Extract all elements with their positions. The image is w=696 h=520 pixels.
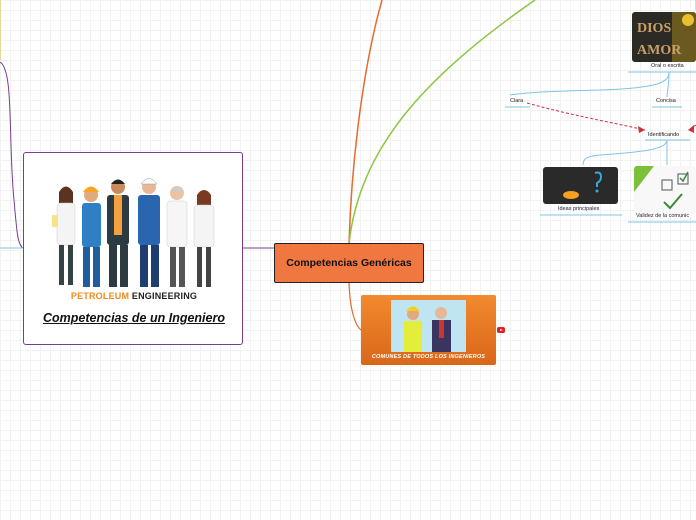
purple-connector-top xyxy=(0,61,24,249)
dios-word: DIOS xyxy=(637,21,671,36)
ideas-principales-image xyxy=(543,167,618,204)
checklist-art xyxy=(634,166,696,214)
logo-word-petroleum: PETROLEUM xyxy=(70,291,130,301)
comunes-ingenieros-node[interactable]: COMUNES DE TODOS LOS INGENIEROS xyxy=(361,295,496,365)
subtopic-validez[interactable]: Validez de la comunic xyxy=(636,213,690,219)
logo-word-engineering: ENGINEERING xyxy=(131,291,198,301)
subtopic-identificando[interactable]: Identificando xyxy=(648,132,680,138)
petroleum-engineering-logo: PETROLEUM ENGINEERING xyxy=(24,291,244,301)
main-topic-title: Competencias de un Ingeniero xyxy=(43,311,225,325)
competencias-genericas-label: Competencias Genéricas xyxy=(286,256,412,269)
competencias-genericas-node[interactable]: Competencias Genéricas xyxy=(274,243,424,283)
engineer-figure-1 xyxy=(52,186,76,285)
red-arrow-clara xyxy=(526,102,646,131)
engineers-handshake-image xyxy=(391,300,466,352)
youtube-link-icon[interactable] xyxy=(497,327,505,333)
subtopic-oral-escrita[interactable]: Oral o escrita xyxy=(651,63,684,69)
validez-checklist-image xyxy=(634,166,696,214)
subtopic-ideas-principales[interactable]: Ideas principales xyxy=(558,206,600,212)
lightbulb-art xyxy=(543,167,618,204)
subtopic-clara[interactable]: Clara xyxy=(510,98,524,104)
engineer-figure-4 xyxy=(138,178,160,287)
red-arrowhead-left xyxy=(638,126,645,133)
amor-word: AMOR xyxy=(637,43,682,58)
engineer-figure-3 xyxy=(107,179,129,287)
dios-amor-image: DIOS AMOR xyxy=(632,12,696,62)
red-arrowhead-right xyxy=(688,125,694,133)
comunes-label: COMUNES DE TODOS LOS INGENIEROS xyxy=(371,354,486,360)
main-topic-card[interactable]: PETROLEUM ENGINEERING Competencias de un… xyxy=(23,152,243,345)
subtopic-concisa[interactable]: Concisa xyxy=(656,98,676,104)
orange-branch-comunes xyxy=(348,282,362,331)
blue-tree xyxy=(505,0,696,223)
engineers-illustration xyxy=(52,178,215,287)
orange-branch-up xyxy=(348,0,383,244)
green-branch-up xyxy=(348,0,536,244)
engineer-figure-6 xyxy=(193,190,215,287)
engineer-figure-5 xyxy=(166,186,188,287)
dios-amor-art: DIOS AMOR xyxy=(632,12,696,62)
engineer-figure-2 xyxy=(82,186,101,287)
